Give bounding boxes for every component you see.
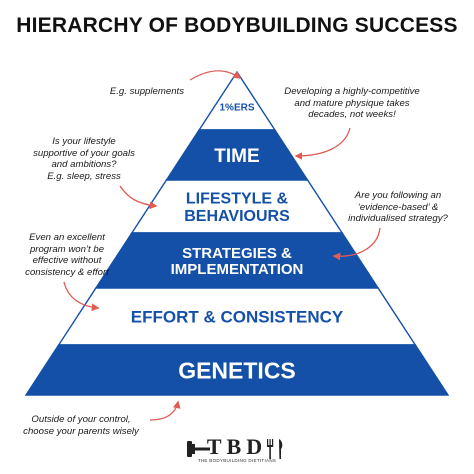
note-time: Developing a highly-competitive and matu…	[284, 86, 420, 120]
note-supplements: E.g. supplements	[109, 86, 184, 97]
pyramid-labels: 1%ERS TIME LIFESTYLE &BEHAVIOURS STRATEGIES…	[131, 103, 344, 384]
pyramid-level-2-label: TIME	[214, 146, 259, 167]
pyramid-level-6-label: GENETICS	[178, 357, 296, 383]
logo-letters: TBD	[206, 434, 268, 459]
note-effort: Even an excellent program won’t be effec…	[25, 232, 109, 278]
pyramid-level-3-label: LIFESTYLE &	[186, 191, 289, 208]
pyramid-level-4-label: IMPLEMENTATION	[171, 261, 304, 278]
pyramid-level-4-label: STRATEGIES &	[182, 245, 292, 262]
pyramid-level-3-label: BEHAVIOURS	[184, 208, 290, 225]
pyramid-level-1-label: 1%ERS	[219, 103, 254, 114]
arrow-strategy	[332, 227, 381, 261]
arrow-effort	[63, 281, 100, 312]
pyramid-level-1	[197, 70, 277, 131]
arrow-genetics	[149, 400, 181, 421]
fork-knife-icon	[267, 439, 283, 459]
arrow-lifestyle	[119, 185, 158, 210]
note-strategy: Are you following an ‘evidence-based’ & …	[348, 190, 448, 224]
pyramid-level-5-label: EFFORT & CONSISTENCY	[131, 308, 344, 327]
note-lifestyle: Is your lifestyle supportive of your goa…	[33, 136, 135, 182]
arrow-supplements	[189, 70, 242, 81]
page-title: HIERARCHY OF BODYBUILDING SUCCESS	[16, 14, 458, 37]
dumbbell-icon	[187, 441, 210, 457]
pyramid-level-6	[24, 344, 450, 396]
logo-subtitle: THE BODYBUILDING DIETITIANS	[197, 458, 277, 463]
arrow-time	[294, 127, 351, 160]
note-genetics: Outside of your control, choose your par…	[23, 414, 139, 437]
brand-logo: TBD THE BODYBUILDING DIETITIANS	[0, 434, 474, 470]
pyramid-levels	[24, 70, 450, 396]
